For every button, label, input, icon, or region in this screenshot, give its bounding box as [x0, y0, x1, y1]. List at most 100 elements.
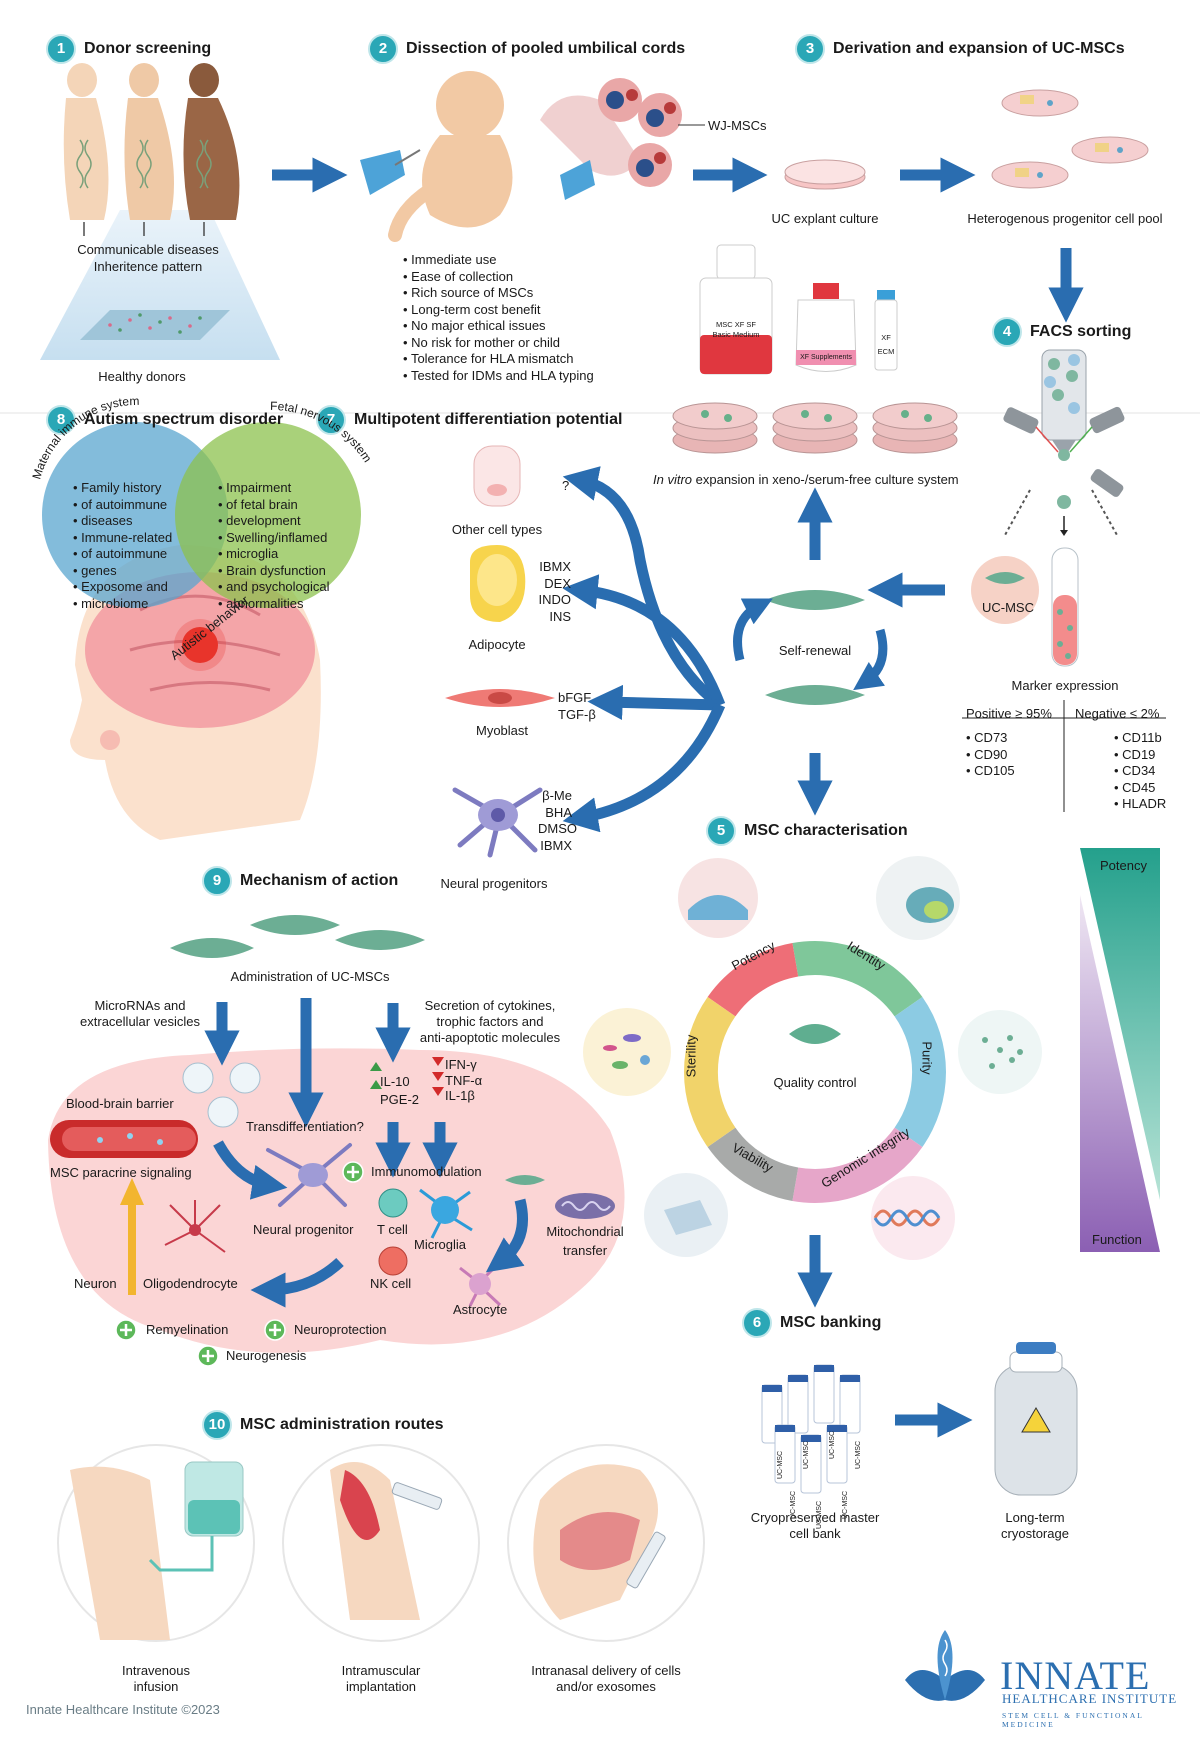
- caption-line: cryostorage: [1001, 1526, 1069, 1541]
- healthy-donors-label: Healthy donors: [98, 369, 186, 384]
- factor-line: Swelling/inflamed: [226, 529, 328, 545]
- reagent-bottles: [699, 244, 898, 375]
- fetal-factor-cont: abnormalities: [218, 596, 330, 613]
- fetus-illustration: [360, 71, 513, 242]
- myoblast-label: Myoblast: [475, 723, 529, 738]
- label-line: Intravenous: [122, 1663, 190, 1678]
- oligodendrocyte-label: Oligodendrocyte: [143, 1276, 238, 1291]
- fetal-factor: Swelling/inflamed: [218, 530, 330, 547]
- segment-sterility: Sterility: [683, 1034, 699, 1078]
- flow-arrows: [204, 157, 1084, 1438]
- innate-logo-lotus: [905, 1630, 985, 1701]
- benefit-item: Tolerance for HLA mismatch: [403, 351, 594, 368]
- caption-line: Cryopreserved master: [750, 1510, 880, 1525]
- other-cell-types-label: Other cell types: [451, 522, 543, 537]
- benefit-item: Long-term cost benefit: [403, 302, 594, 319]
- factor: INDO: [538, 592, 572, 607]
- heading-text: Derivation and expansion of UC-MSCs: [833, 40, 1125, 57]
- benefit-item: Immediate use: [403, 252, 594, 269]
- step-number-badge: 7: [316, 405, 346, 435]
- administration-route-circles: [57, 1444, 705, 1642]
- step-number-badge: 3: [795, 34, 825, 64]
- factor-line: development: [226, 513, 301, 528]
- fetal-factors-list: Impairment of fetal brain development Sw…: [218, 480, 330, 613]
- maternal-factor-cont: genes: [73, 563, 172, 580]
- neurogenesis-label: Neurogenesis: [226, 1348, 307, 1363]
- microglia-label: Microglia: [414, 1237, 467, 1252]
- factor: INS: [549, 608, 571, 624]
- factor-line: diseases: [81, 513, 133, 528]
- heading-text: Dissection of pooled umbilical cords: [406, 40, 686, 57]
- caption-line: Long-term: [1005, 1510, 1065, 1525]
- label-line: transfer: [562, 1243, 608, 1258]
- label-line: infusion: [133, 1679, 179, 1694]
- maternal-factor: Exposome and: [73, 579, 172, 596]
- neuron-label: Neuron: [74, 1276, 117, 1291]
- label-line: trophic factors and: [436, 1014, 544, 1029]
- progenitor-pool-label: Heterogenous progenitor cell pool: [967, 211, 1163, 226]
- factor-line: abnormalities: [226, 595, 304, 611]
- heading-text: MSC characterisation: [744, 822, 908, 839]
- maternal-factor-cont: of autoimmune: [73, 546, 172, 563]
- factor-line: of autoimmune: [81, 546, 168, 561]
- bottle-label-line: MSC XF SF: [715, 320, 756, 329]
- step-number-badge: 10: [202, 1410, 232, 1440]
- step-number-badge: 6: [742, 1308, 772, 1338]
- positive-marker: CD73: [966, 730, 1015, 747]
- maternal-factor-cont: diseases: [73, 513, 172, 530]
- paracrine-signaling-label: MSC paracrine signaling: [50, 1165, 192, 1180]
- vial-label: UC-MSC: [777, 1451, 784, 1479]
- negative-marker: CD19: [1114, 747, 1166, 764]
- expansion-dish-stacks: [672, 402, 958, 454]
- uc-benefits-list: Immediate use Ease of collection Rich so…: [403, 252, 594, 384]
- function-axis-label: Function: [1092, 1232, 1142, 1247]
- label-line: anti-apoptotic molecules: [419, 1030, 561, 1045]
- copyright-text: Innate Healthcare Institute ©2023: [26, 1702, 220, 1717]
- heading-text: Donor screening: [84, 40, 212, 57]
- positive-marker: CD90: [966, 747, 1015, 764]
- vial-label: UC-MSC: [855, 1441, 862, 1469]
- bottle-label-line: Basic Medium: [712, 330, 760, 339]
- factor-line: genes: [81, 562, 117, 578]
- cytokine: IL-10: [380, 1074, 410, 1089]
- maternal-factor: Immune-related: [73, 530, 172, 547]
- factor: BHA: [545, 804, 572, 820]
- ucmsc-label: UC-MSC: [982, 600, 1034, 615]
- factor-line: microglia: [226, 546, 279, 561]
- facs-machine: [962, 349, 1166, 812]
- vial-label: UC-MSC: [829, 1431, 836, 1459]
- cryostorage-tank: [994, 1342, 1078, 1496]
- blood-brain-barrier-label: Blood-brain barrier: [66, 1096, 174, 1111]
- cryovial-bank: [761, 1364, 861, 1494]
- differentiation-cells: [445, 445, 865, 858]
- vial-label: UC-MSC: [803, 1441, 810, 1469]
- maternal-factors-list: Family history of autoimmune diseases Im…: [73, 480, 172, 612]
- neural-progenitor-label: Neural progenitor: [253, 1222, 354, 1237]
- factor: DMSO: [538, 821, 577, 836]
- logo-subtitle: HEALTHCARE INSTITUTE: [1002, 1691, 1178, 1706]
- negative-marker: CD34: [1114, 763, 1166, 780]
- autism-arc-labels: Maternal immune system Fetal nervous sys…: [29, 394, 374, 481]
- negative-marker: CD11b: [1114, 730, 1166, 747]
- factor: bFGF: [558, 690, 592, 705]
- cytokine: TNF-α: [445, 1072, 483, 1088]
- astrocyte-label: Astrocyte: [453, 1302, 508, 1317]
- benefit-item: Ease of collection: [403, 269, 594, 286]
- positive-header: Positive ≥ 95%: [966, 706, 1052, 721]
- fetal-factor: Brain dysfunction: [218, 563, 330, 580]
- label-line: and/or exosomes: [556, 1679, 656, 1694]
- logo-wordmark: INNATE: [1000, 1653, 1151, 1698]
- benefit-item: No major ethical issues: [403, 318, 594, 335]
- benefit-item: No risk for mother or child: [403, 335, 594, 352]
- factor-line: of fetal brain: [226, 496, 298, 512]
- qc-icon-circles: [583, 856, 1042, 1260]
